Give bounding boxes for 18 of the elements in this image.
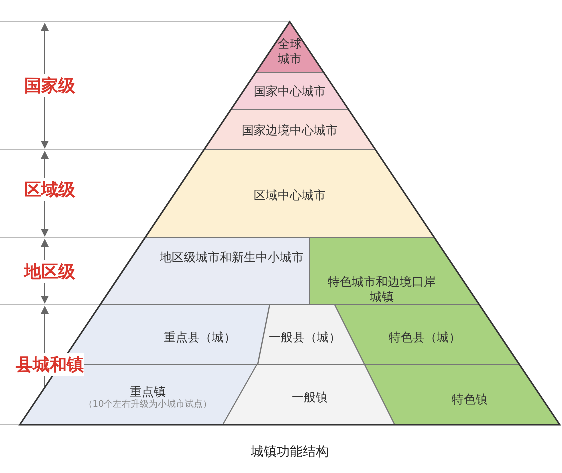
tier-label: 特色城市和边境口岸城镇: [327, 275, 437, 305]
tier-label: 全球城市: [276, 37, 303, 67]
tier-label: 特色县（城）: [389, 330, 461, 346]
level-label: 县城和镇: [16, 354, 84, 376]
level-label: 国家级: [24, 74, 76, 98]
tier-label: 特色镇: [452, 392, 488, 408]
tier-label: 重点镇: [129, 384, 167, 400]
tier-label: 重点县（城）: [164, 330, 236, 346]
tier-label: 国家中心城市: [254, 84, 326, 100]
level-label: 地区级: [24, 260, 76, 284]
level-label: 区域级: [24, 178, 76, 202]
tier-label: 区域中心城市: [254, 188, 326, 204]
tier-label: 一般县（城）: [269, 330, 341, 346]
tier-note: （10个左右升级为小城市试点）: [83, 400, 213, 412]
tier-label: 一般镇: [292, 390, 328, 406]
tier-label: 国家边境中心城市: [242, 124, 338, 138]
tier-label: 地区级城市和新生中小城市: [160, 250, 304, 266]
caption: 城镇功能结构: [251, 444, 329, 461]
